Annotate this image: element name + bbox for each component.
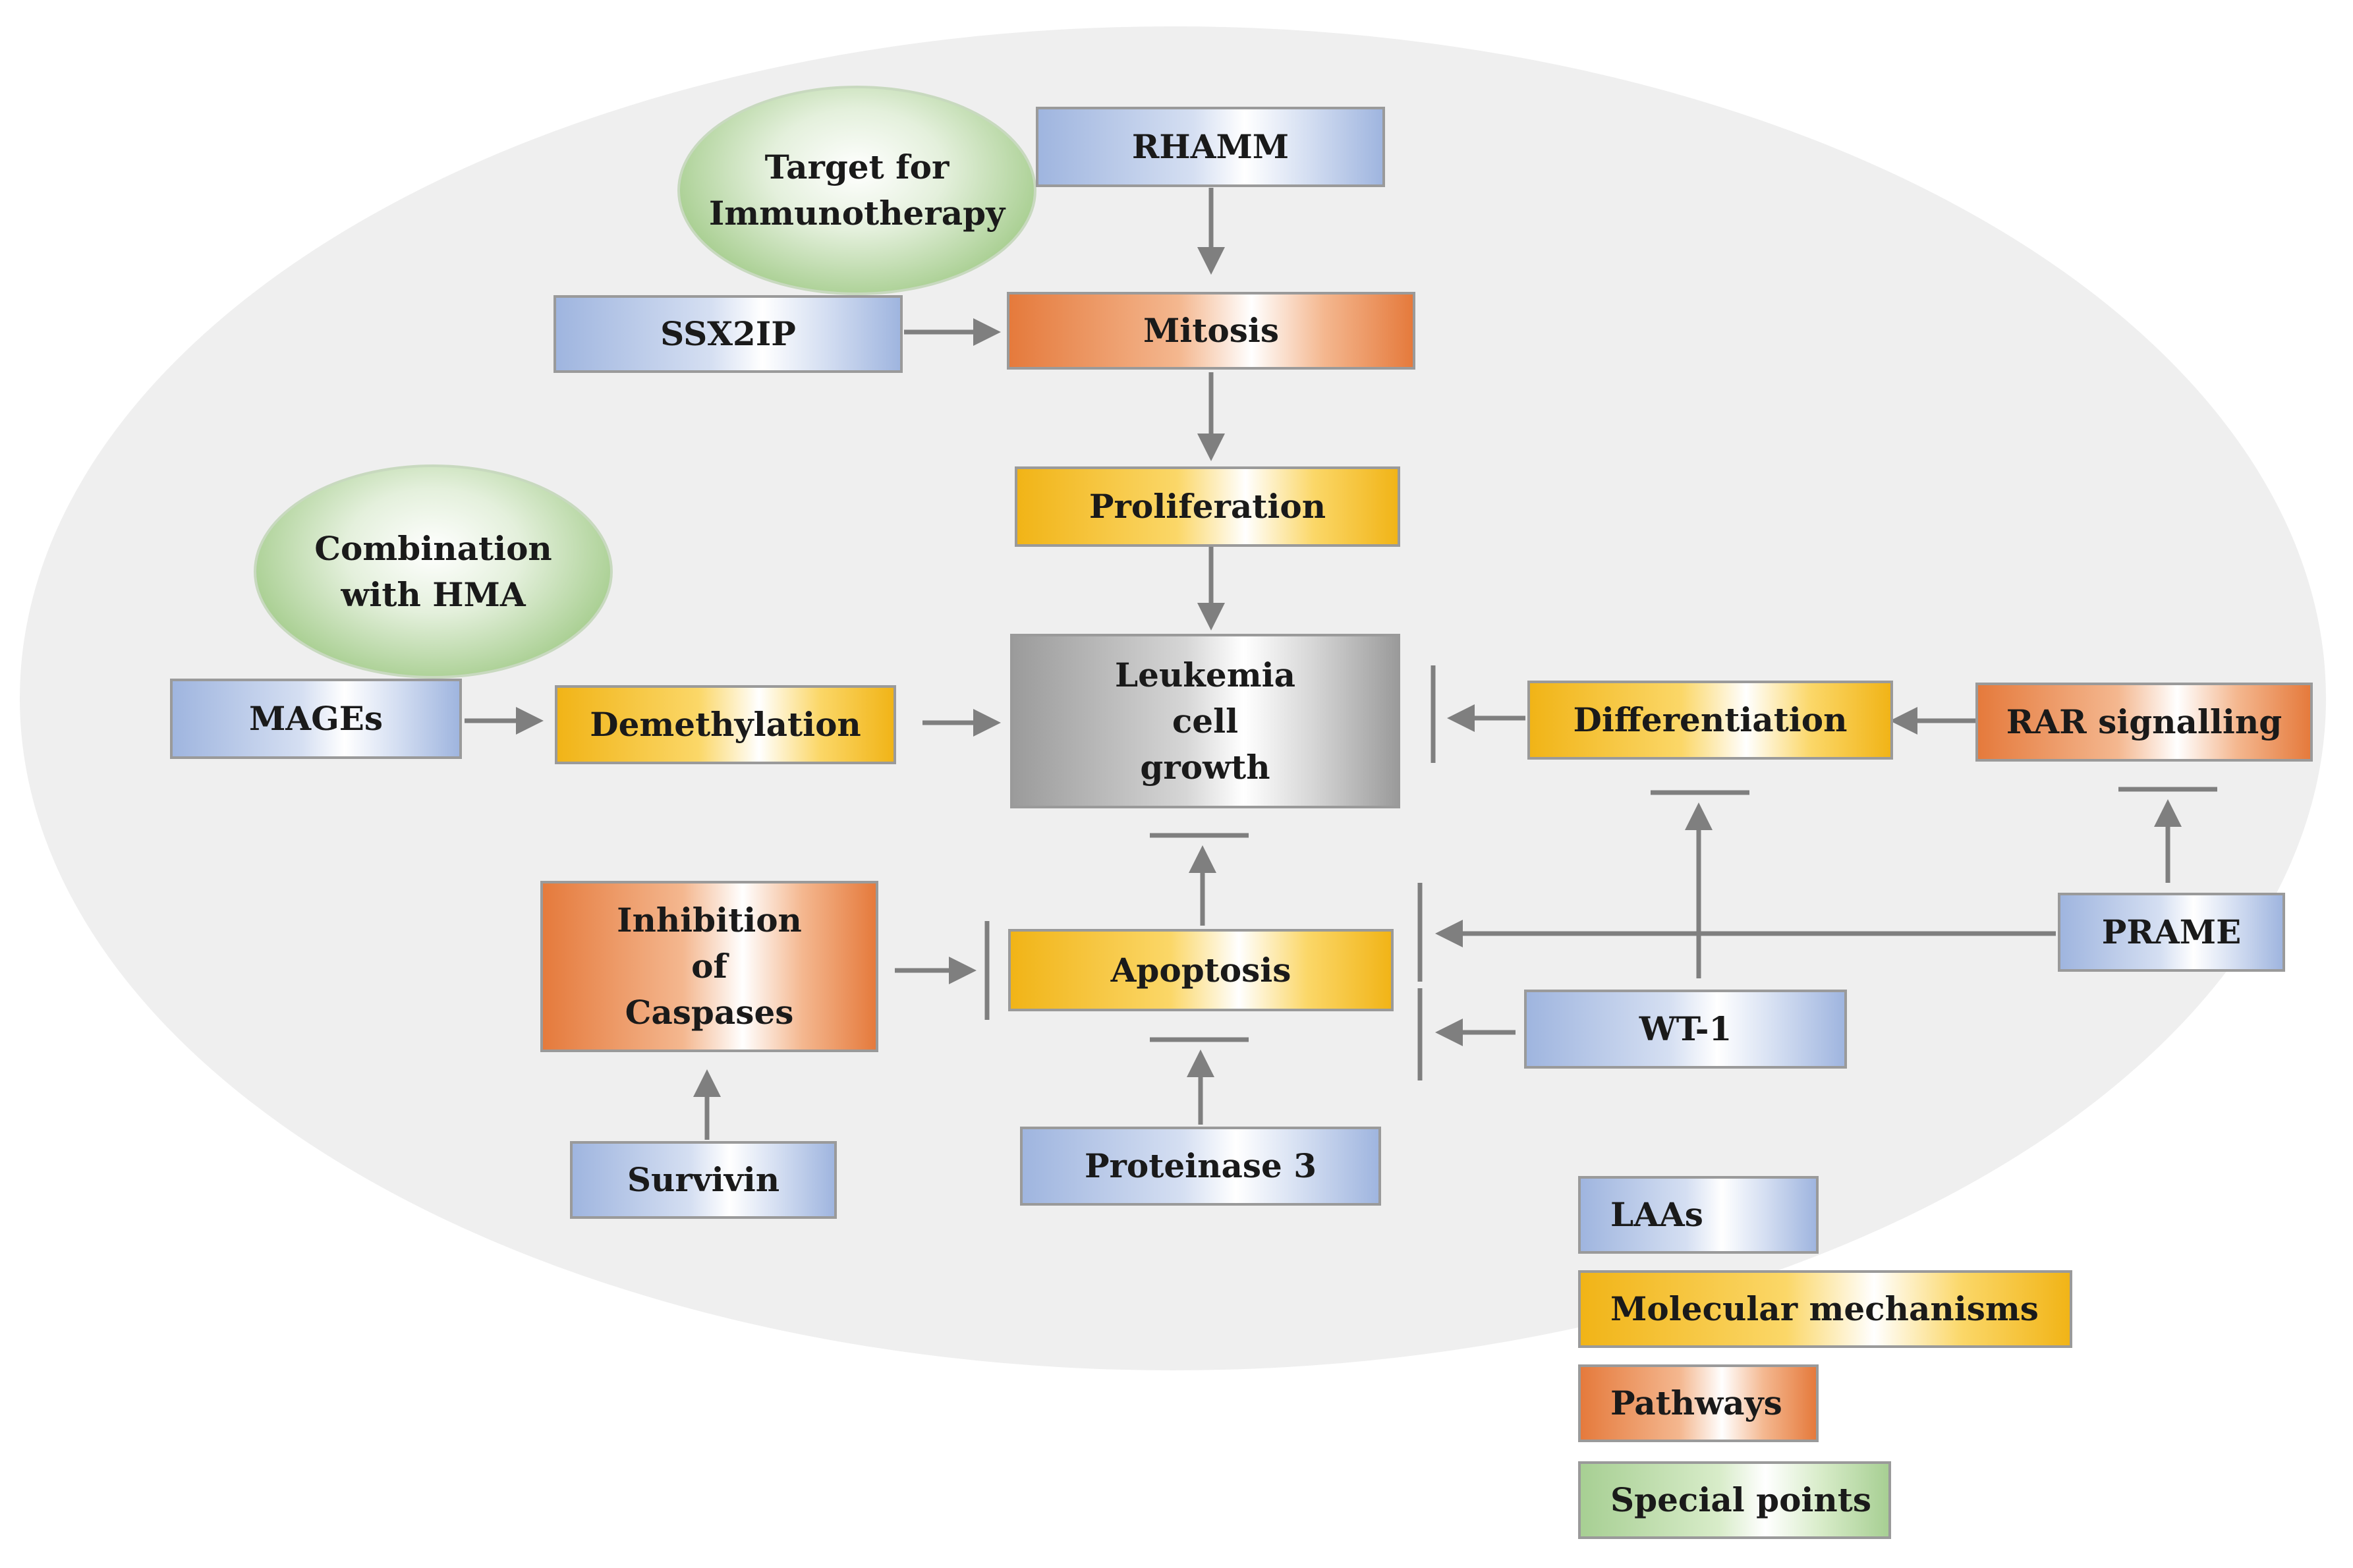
- legend-molecular-mechanisms: Molecular mechanisms: [1578, 1270, 2072, 1348]
- proliferation-node: Proliferation: [1015, 466, 1400, 547]
- target-immunotherapy-oval: Target for Immunotherapy: [677, 86, 1036, 295]
- demethylation-node: Demethylation: [555, 685, 896, 764]
- differentiation-node: Differentiation: [1527, 681, 1893, 760]
- prame-node: PRAME: [2058, 893, 2285, 972]
- legend-laas: LAAs: [1578, 1176, 1819, 1254]
- mages-node: MAGEs: [170, 679, 462, 759]
- legend-pathways: Pathways: [1578, 1364, 1819, 1442]
- legend-special-points: Special points: [1578, 1461, 1891, 1539]
- combination-hma-oval: Combination with HMA: [254, 464, 613, 679]
- survivin-node: Survivin: [570, 1141, 837, 1219]
- apoptosis-node: Apoptosis: [1008, 929, 1394, 1011]
- proteinase-3-node: Proteinase 3: [1020, 1127, 1381, 1206]
- mitosis-node: Mitosis: [1007, 292, 1415, 370]
- rar-signalling-node: RAR signalling: [1975, 683, 2313, 762]
- inhibition-of-caspases-node: Inhibition of Caspases: [540, 881, 878, 1052]
- wt1-node: WT-1: [1524, 990, 1847, 1069]
- leukemia-cell-growth-node: Leukemia cell growth: [1010, 634, 1400, 808]
- ssx2ip-node: SSX2IP: [553, 295, 903, 373]
- rhamm-node: RHAMM: [1036, 107, 1385, 187]
